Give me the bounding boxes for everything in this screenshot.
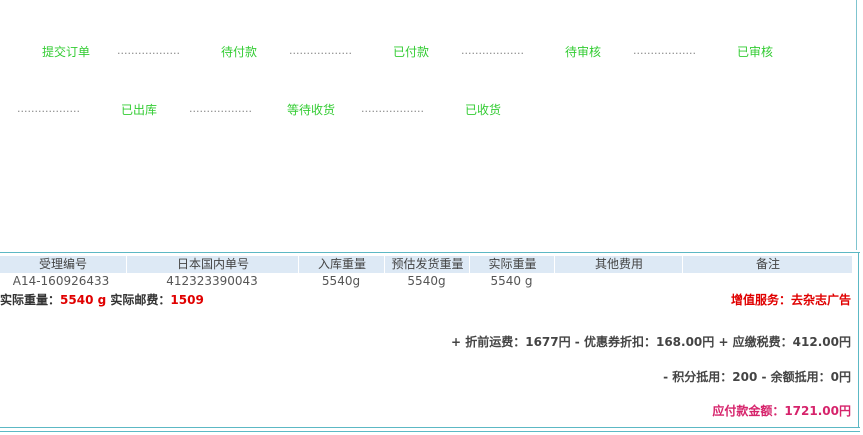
step-separator: .................. bbox=[17, 102, 80, 115]
col-header-remarks: 备注 bbox=[682, 256, 853, 273]
step-pending-review: 待审核 bbox=[565, 45, 602, 59]
step-reviewed: 已审核 bbox=[737, 45, 774, 59]
cell-estimated-weight: 5540g bbox=[407, 274, 446, 288]
frame-border bbox=[0, 427, 860, 428]
actual-postage-label: 实际邮费： bbox=[110, 293, 171, 307]
col-header-japan-tracking-no: 日本国内单号 bbox=[126, 256, 299, 273]
frame-border bbox=[0, 431, 860, 432]
cell-remarks bbox=[682, 273, 852, 290]
step-separator: .................. bbox=[289, 44, 352, 57]
actual-weight-value: 5540 g bbox=[60, 293, 107, 307]
step-shipped-out: 已出库 bbox=[121, 103, 158, 117]
cell-other-fees bbox=[554, 273, 682, 290]
value-added-service: 增值服务：去杂志广告 bbox=[730, 293, 851, 307]
step-submit-order: 提交订单 bbox=[42, 45, 91, 59]
fees-breakdown: + 折前运费：1677円 - 优惠券折扣：168.00円 + 应缴税费：412.… bbox=[451, 335, 851, 349]
cell-acceptance-no: A14-160926433 bbox=[12, 274, 110, 288]
table-row: A14-160926433 412323390043 5540g 5540g 5… bbox=[0, 273, 852, 290]
frame-border bbox=[856, 0, 857, 250]
actual-postage-value: 1509 bbox=[170, 293, 204, 307]
col-header-other-fees: 其他费用 bbox=[554, 256, 683, 273]
step-separator: .................. bbox=[361, 102, 424, 115]
actual-weight-postage-line: 实际重量：5540 g 实际邮费：1509 bbox=[0, 291, 204, 308]
frame-border bbox=[0, 252, 860, 253]
col-header-actual-weight: 实际重量 bbox=[469, 256, 555, 273]
step-awaiting-receipt: 等待收货 bbox=[287, 103, 336, 117]
col-header-estimated-weight: 预估发货重量 bbox=[384, 256, 470, 273]
step-separator: .................. bbox=[461, 44, 524, 57]
cell-inbound-weight: 5540g bbox=[321, 274, 361, 288]
cell-japan-tracking-no: 412323390043 bbox=[166, 274, 258, 288]
step-pending-payment: 待付款 bbox=[221, 45, 258, 59]
frame-border bbox=[858, 252, 859, 427]
step-received: 已收货 bbox=[465, 103, 502, 117]
step-paid: 已付款 bbox=[393, 45, 430, 59]
step-separator: .................. bbox=[633, 44, 696, 57]
step-separator: .................. bbox=[117, 44, 180, 57]
points-balance-deduction: - 积分抵用：200 - 余额抵用：0円 bbox=[663, 370, 851, 384]
step-separator: .................. bbox=[189, 102, 252, 115]
cell-actual-weight: 5540 g bbox=[490, 274, 533, 288]
col-header-acceptance-no: 受理编号 bbox=[38, 257, 87, 271]
amount-payable: 应付款金额：1721.00円 bbox=[712, 404, 851, 418]
col-header-inbound-weight: 入库重量 bbox=[298, 256, 385, 273]
actual-weight-label: 实际重量： bbox=[0, 293, 61, 307]
order-table-header: 受理编号 日本国内单号 入库重量 预估发货重量 实际重量 其他费用 备注 bbox=[0, 256, 852, 273]
